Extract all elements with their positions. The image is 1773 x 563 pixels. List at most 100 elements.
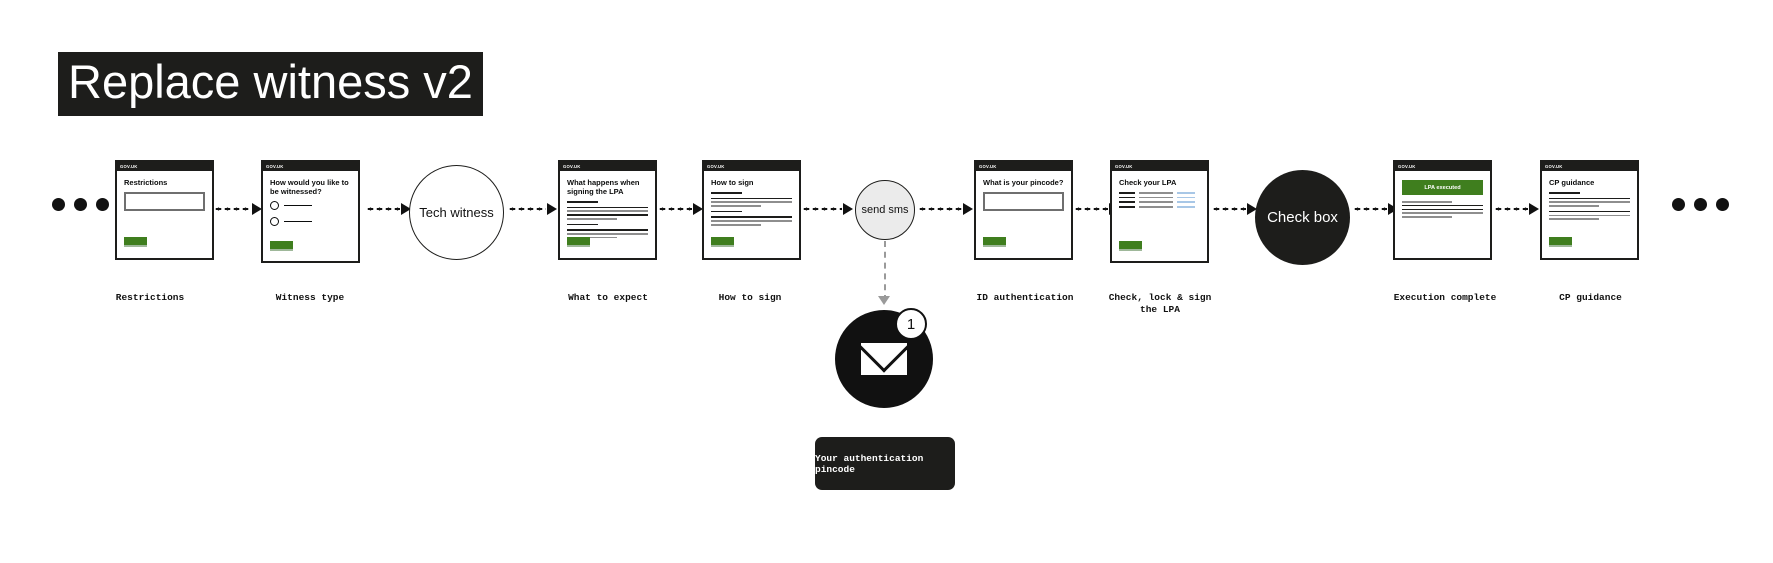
radio-icon — [270, 217, 279, 226]
arrow-head-icon — [963, 202, 973, 215]
card-body: What is your pincode? — [976, 171, 1071, 258]
arrow-head-icon — [843, 202, 853, 215]
connector-dots — [214, 206, 251, 211]
text-line — [1402, 216, 1453, 218]
connector-arrow — [1212, 202, 1258, 215]
card-body: CP guidance — [1542, 171, 1637, 258]
govuk-logo: GOV.UK — [707, 163, 725, 170]
card-titlebar: GOV.UK — [704, 162, 799, 171]
card-titlebar: GOV.UK — [1542, 162, 1637, 171]
text-input-field[interactable] — [124, 192, 205, 211]
text-line — [567, 236, 618, 239]
card-titlebar: GOV.UK — [117, 162, 212, 171]
success-banner: LPA executed — [1402, 180, 1483, 195]
card-heading: What happens when signing the LPA — [567, 178, 640, 196]
continue-button[interactable] — [983, 237, 1006, 247]
govuk-logo: GOV.UK — [1398, 163, 1416, 170]
card-heading: Restrictions — [124, 178, 168, 187]
govuk-logo: GOV.UK — [1545, 163, 1563, 170]
card-heading: CP guidance — [1549, 178, 1595, 187]
card-how-to-sign[interactable]: GOV.UK How to sign — [702, 160, 801, 260]
continue-button[interactable] — [124, 237, 147, 247]
card-execution-complete[interactable]: GOV.UK LPA executed — [1393, 160, 1492, 260]
card-id-authentication[interactable]: GOV.UK What is your pincode? — [974, 160, 1073, 260]
caption-what-to-expect: What to expect — [568, 292, 648, 303]
card-body: What happens when signing the LPA — [560, 171, 655, 258]
node-sms-message[interactable] — [835, 310, 933, 408]
card-check-your-lpa[interactable]: GOV.UK Check your LPA — [1110, 160, 1209, 263]
node-label: Tech witness — [419, 205, 494, 220]
card-witness-type[interactable]: GOV.UK How would you like to be witnesse… — [261, 160, 360, 263]
connector-dots — [1353, 206, 1387, 211]
radio-option-2[interactable] — [270, 217, 351, 226]
text-line — [1549, 201, 1630, 203]
card-body: Restrictions — [117, 171, 212, 258]
text-line — [567, 223, 598, 226]
card-titlebar: GOV.UK — [1112, 162, 1207, 171]
connector-arrow — [214, 202, 262, 215]
arrow-head-icon — [1247, 202, 1257, 215]
text-line — [711, 210, 742, 213]
card-restrictions[interactable]: GOV.UK Restrictions — [115, 160, 214, 260]
connector-arrow — [918, 202, 974, 215]
caption-execution-complete: Execution complete — [1393, 292, 1497, 303]
radio-option-1[interactable] — [270, 201, 351, 210]
radio-label — [284, 204, 312, 207]
connector-arrow — [366, 202, 412, 215]
text-line — [567, 201, 598, 203]
node-send-sms[interactable]: send sms — [855, 180, 915, 240]
connector-arrow — [802, 202, 854, 215]
card-what-to-expect[interactable]: GOV.UK What happens when signing the LPA — [558, 160, 657, 260]
sms-branch-arrow-icon — [878, 296, 890, 305]
node-check-box[interactable]: Check box — [1255, 170, 1350, 265]
card-body: LPA executed — [1395, 171, 1490, 258]
radio-icon — [270, 201, 279, 210]
text-line — [711, 205, 762, 207]
card-body: How to sign — [704, 171, 799, 258]
envelope-icon — [861, 343, 907, 375]
connector-arrow — [508, 202, 558, 215]
text-line — [711, 197, 792, 200]
ellipsis-dot — [74, 198, 87, 211]
caption-how-to-sign: How to sign — [718, 292, 782, 303]
caption-cp-guidance: CP guidance — [1559, 292, 1622, 303]
page-title: Replace witness v2 — [58, 52, 483, 116]
node-label: Check box — [1267, 209, 1338, 226]
card-heading: Check your LPA — [1119, 178, 1177, 187]
continue-button[interactable] — [1119, 241, 1142, 251]
text-line — [711, 201, 792, 203]
text-line — [567, 217, 618, 220]
pincode-input-field[interactable] — [983, 192, 1064, 211]
message-count-badge: 1 — [895, 308, 927, 340]
arrow-head-icon — [252, 202, 262, 215]
node-tech-witness[interactable]: Tech witness — [409, 165, 504, 260]
continue-button[interactable] — [711, 237, 734, 247]
caption-check-lock-sign: Check, lock & sign the LPA — [1108, 292, 1212, 315]
card-heading: How would you like to be witnessed? — [270, 178, 349, 196]
connector-dots — [658, 206, 692, 211]
connector-dots — [508, 206, 546, 211]
arrow-head-icon — [401, 202, 411, 215]
card-heading: What is your pincode? — [983, 178, 1064, 187]
card-cp-guidance[interactable]: GOV.UK CP guidance — [1540, 160, 1639, 260]
card-heading: How to sign — [711, 178, 754, 187]
summary-row — [1119, 201, 1200, 204]
summary-row — [1119, 206, 1200, 208]
text-line — [1549, 205, 1600, 207]
govuk-logo: GOV.UK — [563, 163, 581, 170]
card-text-lines — [567, 201, 648, 239]
ellipsis-dot — [52, 198, 65, 211]
govuk-logo: GOV.UK — [979, 163, 997, 170]
continue-button[interactable] — [270, 241, 293, 251]
summary-row — [1119, 192, 1200, 194]
trailing-ellipsis — [1672, 198, 1729, 211]
text-line — [1402, 208, 1483, 211]
text-line — [711, 192, 742, 194]
continue-button[interactable] — [1549, 237, 1572, 247]
text-line — [711, 220, 792, 222]
summary-row — [1119, 196, 1200, 199]
text-line — [1549, 214, 1630, 217]
continue-button[interactable] — [567, 237, 590, 247]
text-line — [567, 214, 648, 216]
card-titlebar: GOV.UK — [1395, 162, 1490, 171]
